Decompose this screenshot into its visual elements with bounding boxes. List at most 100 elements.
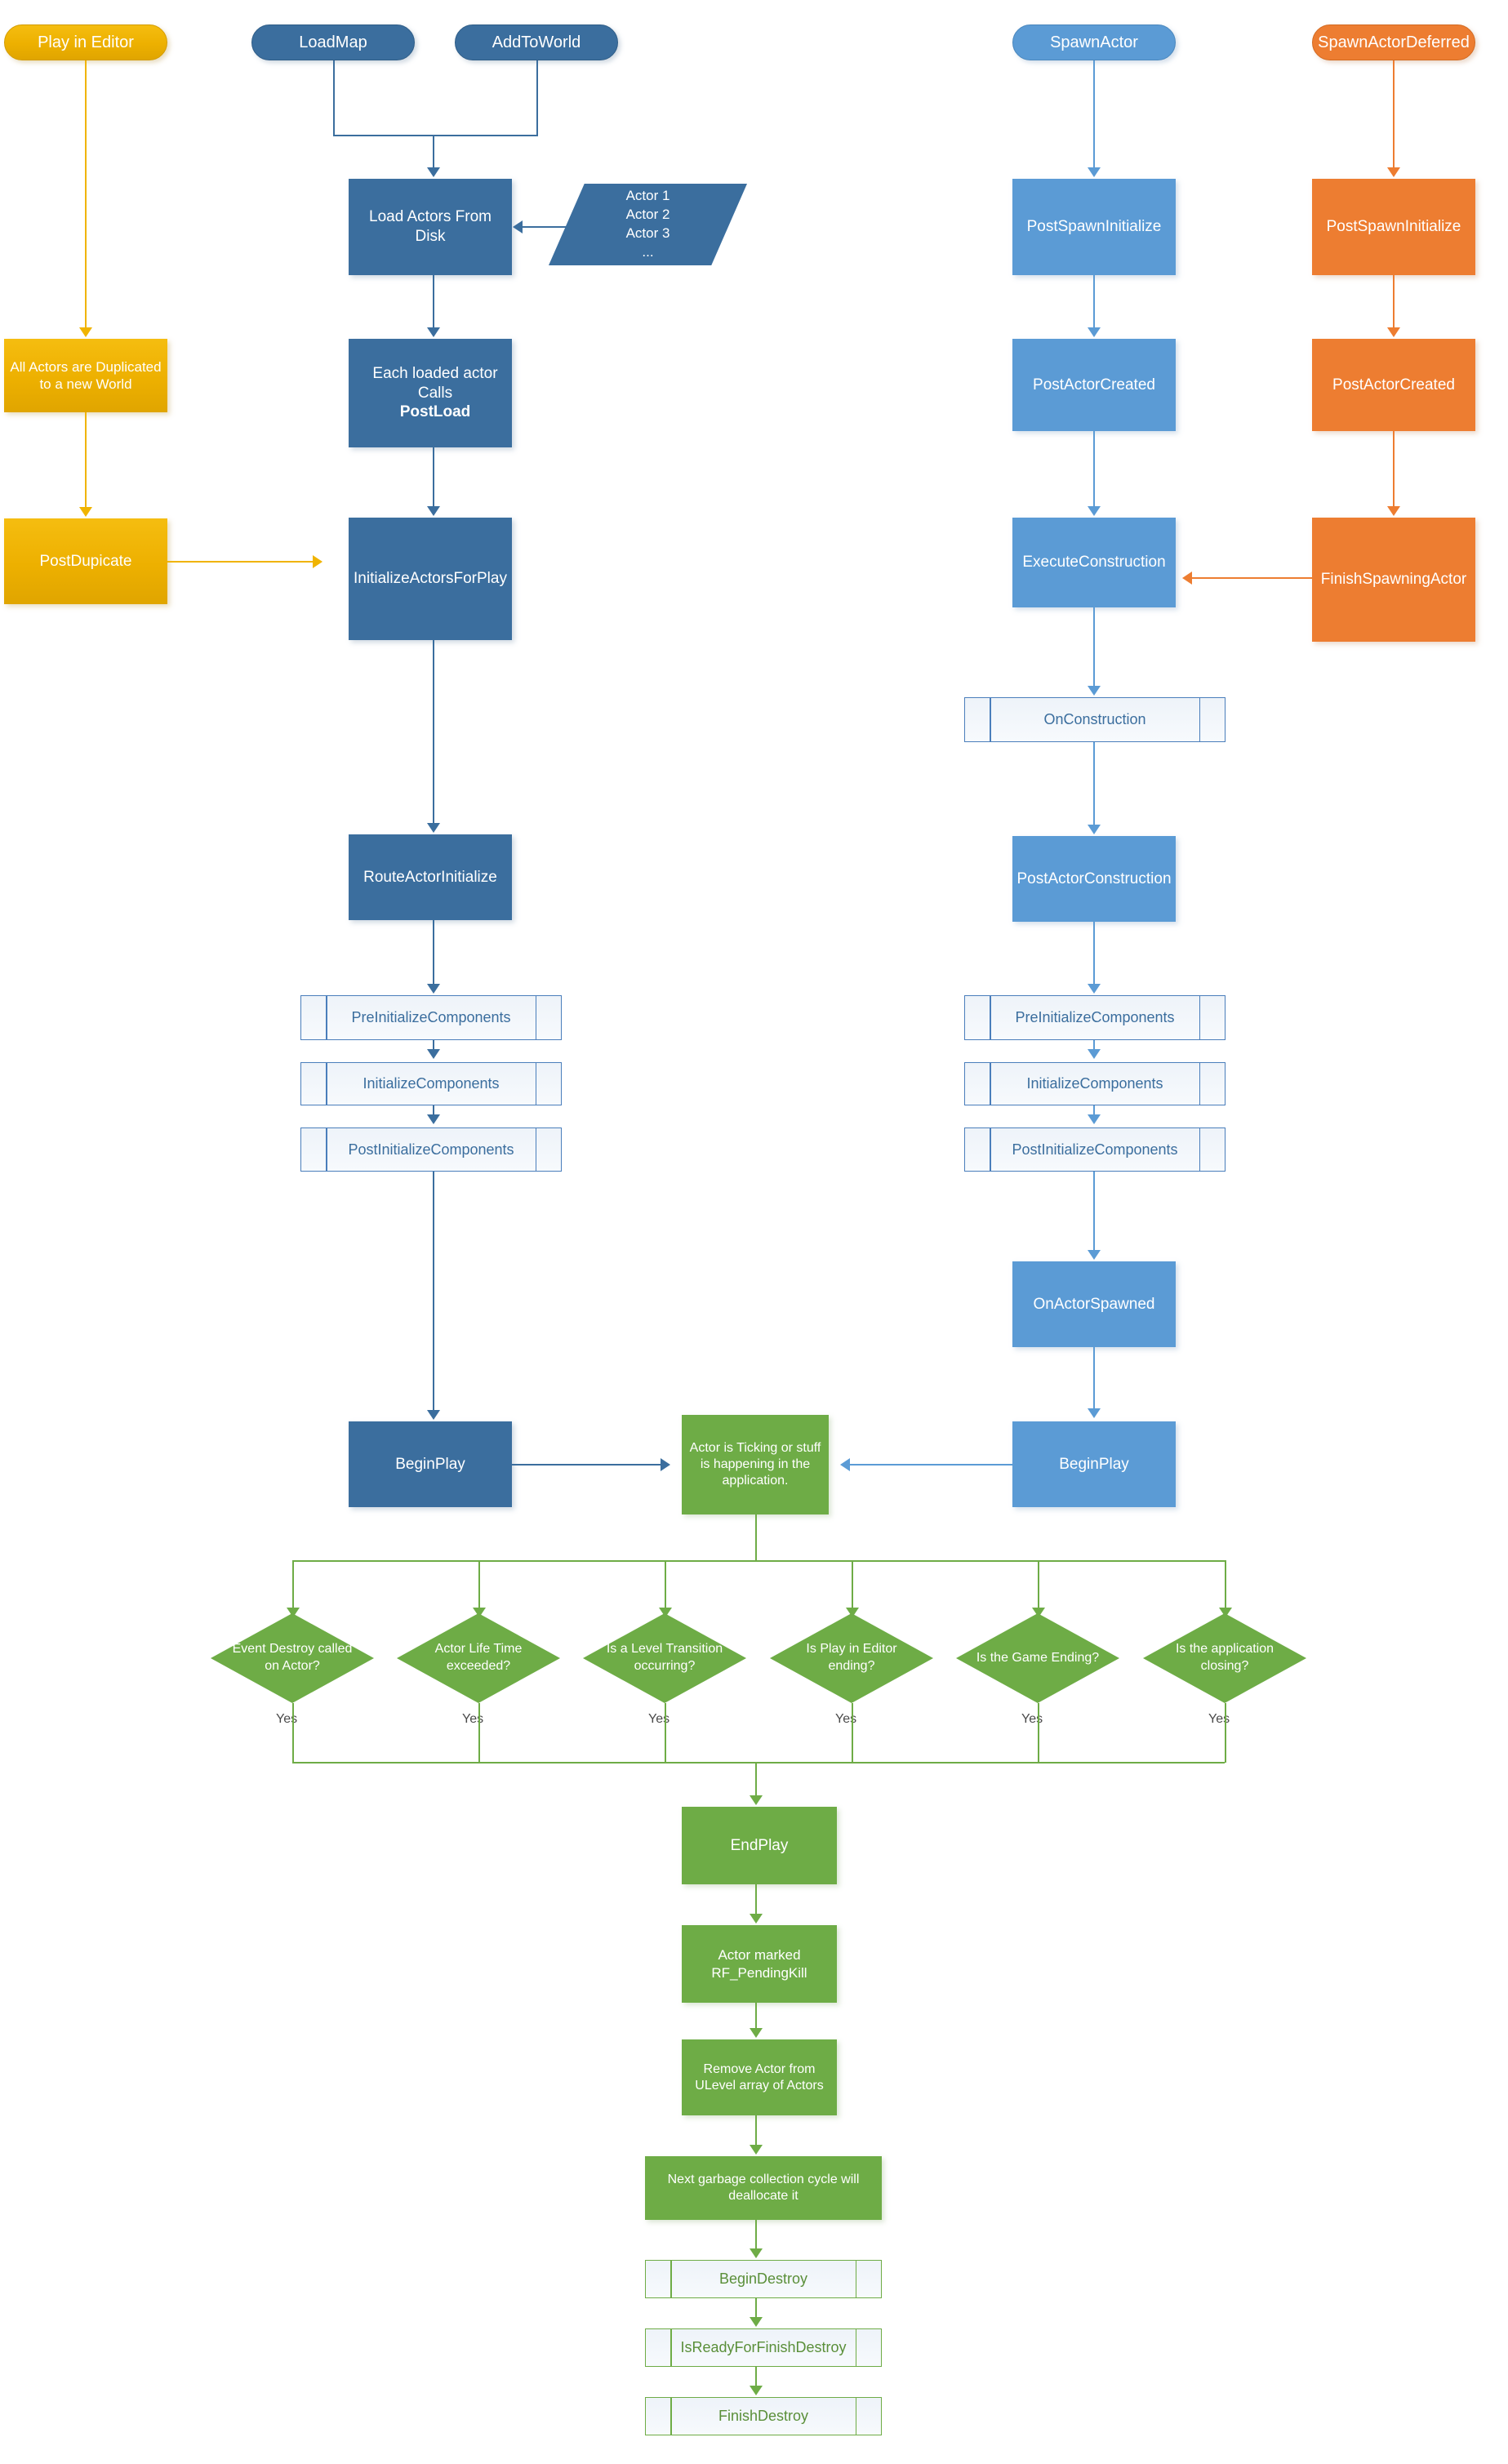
node-label: InitializeComponents bbox=[1026, 1075, 1163, 1092]
node-post-initialize-components-right[interactable]: PostInitializeComponents bbox=[964, 1127, 1226, 1172]
node-post-initialize-components-left[interactable]: PostInitializeComponents bbox=[300, 1127, 562, 1172]
arrowhead bbox=[750, 2317, 763, 2327]
arrowhead bbox=[427, 1410, 440, 1420]
arrowhead bbox=[750, 1795, 763, 1805]
decision-game-ending[interactable]: Is the Game Ending? bbox=[956, 1613, 1119, 1703]
node-execute-construction[interactable]: ExecuteConstruction bbox=[1012, 518, 1176, 607]
node-route-actor-initialize[interactable]: RouteActorInitialize bbox=[349, 834, 512, 920]
decision-event-destroy[interactable]: Event Destroy called on Actor? bbox=[211, 1613, 374, 1703]
node-post-actor-created-orange[interactable]: PostActorCreated bbox=[1312, 339, 1475, 431]
arrowhead bbox=[427, 823, 440, 833]
node-spawn-actor[interactable]: SpawnActor bbox=[1012, 24, 1176, 60]
node-label: Actor is Ticking or stuff is happening i… bbox=[689, 1441, 821, 1488]
arrowhead bbox=[1387, 327, 1400, 337]
decision-actor-life-time[interactable]: Actor Life Time exceeded? bbox=[397, 1613, 560, 1703]
node-all-actors-duplicated[interactable]: All Actors are Duplicated to a new World bbox=[4, 339, 167, 412]
node-actor-list[interactable]: Actor 1 Actor 2 Actor 3 ... bbox=[549, 184, 747, 265]
predefined-bar-left bbox=[990, 698, 991, 741]
node-actor-is-ticking[interactable]: Actor is Ticking or stuff is happening i… bbox=[682, 1415, 829, 1514]
decision-label: Is the Game Ending? bbox=[976, 1650, 1100, 1665]
connector-join-bar bbox=[333, 135, 538, 136]
predefined-bar-left bbox=[326, 1063, 327, 1105]
decision-pie-ending[interactable]: Is Play in Editor ending? bbox=[770, 1613, 933, 1703]
decision-label: Is Play in Editor ending? bbox=[806, 1642, 897, 1673]
node-initialize-actors-for-play[interactable]: InitializeActorsForPlay bbox=[349, 518, 512, 640]
node-finish-destroy[interactable]: FinishDestroy bbox=[645, 2397, 882, 2435]
node-post-actor-created-blue[interactable]: PostActorCreated bbox=[1012, 339, 1176, 431]
decision-label: Event Destroy called on Actor? bbox=[232, 1642, 353, 1673]
connector-endplay-to-pendingkill bbox=[755, 1884, 757, 1917]
node-label: FinishSpawningActor bbox=[1320, 571, 1467, 589]
connector-beginplay-left-to-ticking bbox=[512, 1464, 661, 1466]
node-label: Next garbage collection cycle will deall… bbox=[667, 2173, 860, 2203]
node-begin-play-right[interactable]: BeginPlay bbox=[1012, 1421, 1176, 1507]
connector-postactorcreated-to-exec bbox=[1093, 431, 1095, 509]
arrowhead bbox=[661, 1458, 670, 1471]
connector-postload-to-initactors bbox=[433, 447, 434, 509]
arrowhead bbox=[750, 2145, 763, 2155]
arrowhead bbox=[1088, 984, 1101, 994]
predefined-bar-left bbox=[990, 996, 991, 1039]
decision-label: Is the application closing? bbox=[1175, 1642, 1274, 1673]
node-on-construction[interactable]: OnConstruction bbox=[964, 697, 1226, 742]
connector-postspawn-to-postactorcreated-orange bbox=[1393, 275, 1395, 331]
node-each-loaded-actor[interactable]: Each loaded actor Calls PostLoad bbox=[349, 339, 512, 447]
node-spawn-actor-deferred[interactable]: SpawnActorDeferred bbox=[1312, 24, 1475, 60]
connector-finishspawn-to-exec bbox=[1192, 577, 1313, 579]
node-load-map[interactable]: LoadMap bbox=[251, 24, 415, 60]
node-load-actors-from-disk[interactable]: Load Actors From Disk bbox=[349, 179, 512, 275]
connector-ticking-down bbox=[755, 1514, 757, 1561]
node-remove-actor-from-ulevel[interactable]: Remove Actor from ULevel array of Actors bbox=[682, 2039, 837, 2115]
node-pre-initialize-components-right[interactable]: PreInitializeComponents bbox=[964, 995, 1226, 1040]
node-pre-initialize-components-left[interactable]: PreInitializeComponents bbox=[300, 995, 562, 1040]
decision-application-closing[interactable]: Is the application closing? bbox=[1143, 1613, 1306, 1703]
predefined-bar-left bbox=[990, 1128, 991, 1171]
arrowhead bbox=[1088, 825, 1101, 834]
node-add-to-world[interactable]: AddToWorld bbox=[455, 24, 618, 60]
node-label: All Actors are Duplicated to a new World bbox=[10, 358, 162, 392]
node-label: BeginDestroy bbox=[718, 2271, 808, 2287]
connector-pac-to-preinit-right bbox=[1093, 922, 1095, 987]
node-label: PostDupicate bbox=[39, 552, 132, 570]
connector-preinit-to-init-right bbox=[1093, 1040, 1095, 1052]
actor-list-item: Actor 3 bbox=[625, 225, 670, 241]
node-finish-spawning-actor[interactable]: FinishSpawningActor bbox=[1312, 518, 1475, 642]
node-next-gc-cycle[interactable]: Next garbage collection cycle will deall… bbox=[645, 2156, 882, 2220]
node-is-ready-for-finish-destroy[interactable]: IsReadyForFinishDestroy bbox=[645, 2328, 882, 2367]
node-begin-destroy[interactable]: BeginDestroy bbox=[645, 2260, 882, 2298]
predefined-bar-right bbox=[1199, 1128, 1200, 1171]
node-post-actor-construction[interactable]: PostActorConstruction bbox=[1012, 836, 1176, 922]
predefined-bar-left bbox=[670, 2398, 672, 2435]
node-actor-marked-pendingkill[interactable]: Actor marked RF_PendingKill bbox=[682, 1925, 837, 2003]
predefined-bar-right bbox=[855, 2261, 856, 2297]
node-label: ExecuteConstruction bbox=[1022, 554, 1166, 572]
actor-list-item: Actor 1 bbox=[625, 188, 670, 204]
arrowhead bbox=[750, 2028, 763, 2038]
arrowhead bbox=[427, 984, 440, 994]
node-label: FinishDestroy bbox=[718, 2408, 809, 2424]
actor-list-item: ... bbox=[642, 243, 654, 260]
predefined-bar-left bbox=[670, 2261, 672, 2297]
arrowhead bbox=[750, 2248, 763, 2258]
branch-label-yes-5: Yes bbox=[1021, 1712, 1043, 1726]
node-play-in-editor[interactable]: Play in Editor bbox=[4, 24, 167, 60]
node-initialize-components-right[interactable]: InitializeComponents bbox=[964, 1062, 1226, 1105]
node-end-play[interactable]: EndPlay bbox=[682, 1807, 837, 1884]
branch-label-yes-4: Yes bbox=[835, 1712, 857, 1726]
decision-level-transition[interactable]: Is a Level Transition occurring? bbox=[583, 1613, 746, 1703]
connector-pendingkill-to-remove bbox=[755, 2003, 757, 2031]
arrowhead bbox=[1088, 506, 1101, 516]
node-post-spawn-initialize-blue[interactable]: PostSpawnInitialize bbox=[1012, 179, 1176, 275]
node-initialize-components-left[interactable]: InitializeComponents bbox=[300, 1062, 562, 1105]
connector-merge-bus bbox=[292, 1762, 1225, 1763]
node-begin-play-left[interactable]: BeginPlay bbox=[349, 1421, 512, 1507]
arrowhead bbox=[427, 167, 440, 177]
arrowhead bbox=[1088, 1250, 1101, 1260]
connector-yes-leg-5 bbox=[1038, 1703, 1039, 1763]
node-on-actor-spawned[interactable]: OnActorSpawned bbox=[1012, 1261, 1176, 1347]
node-post-spawn-initialize-orange[interactable]: PostSpawnInitialize bbox=[1312, 179, 1475, 275]
connector-postinit-to-onactorspawned bbox=[1093, 1172, 1095, 1253]
connector-addtoworld-down bbox=[536, 60, 538, 136]
node-post-duplicate[interactable]: PostDupicate bbox=[4, 518, 167, 604]
